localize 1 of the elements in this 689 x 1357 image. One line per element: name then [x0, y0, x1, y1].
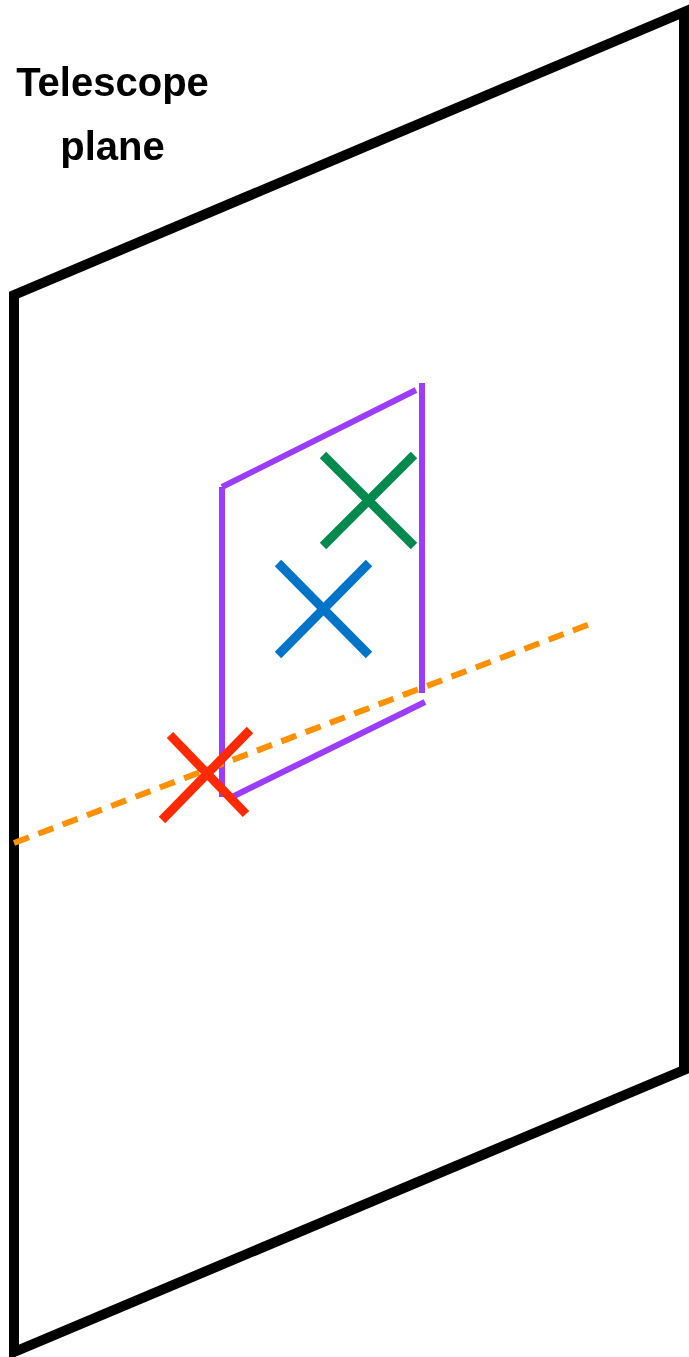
plane-label: Telescope plane [15, 59, 210, 170]
